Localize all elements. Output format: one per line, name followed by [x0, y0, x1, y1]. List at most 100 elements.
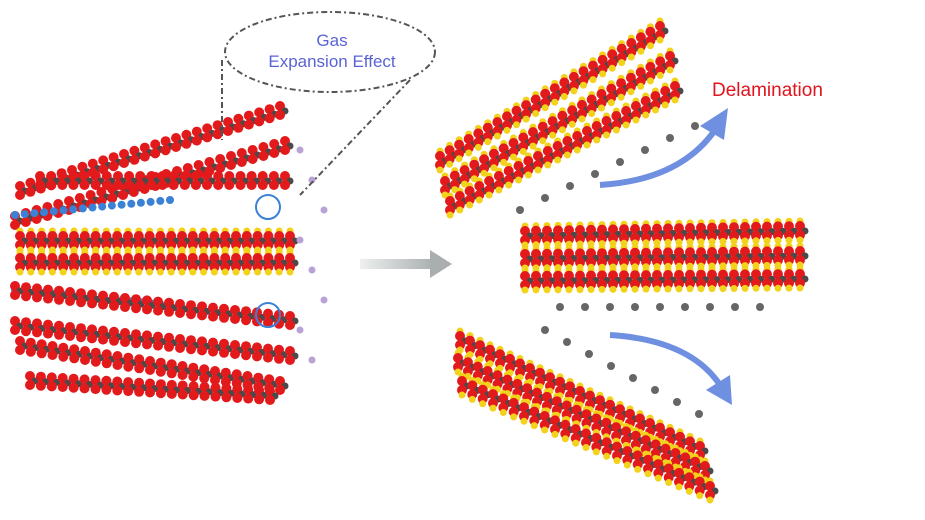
- oxygen-atom: [542, 146, 553, 156]
- oxygen-atom: [539, 411, 550, 421]
- oxygen-atom: [69, 353, 80, 364]
- oxygen-atom: [674, 467, 684, 478]
- hydrogen-atom: [254, 268, 262, 276]
- oxygen-atom: [213, 180, 224, 190]
- oxygen-atom: [472, 370, 483, 381]
- oxygen-atom: [630, 430, 641, 441]
- carbon-atom: [585, 350, 593, 358]
- oxygen-atom: [505, 362, 515, 373]
- oxygen-atom: [58, 231, 69, 241]
- oxygen-atom: [160, 136, 171, 147]
- oxygen-atom: [575, 225, 585, 235]
- oxygen-atom: [263, 262, 274, 272]
- oxygen-atom: [529, 406, 540, 417]
- hydrogen-atom: [656, 36, 664, 44]
- oxygen-atom: [15, 253, 25, 263]
- oxygen-atom: [784, 246, 794, 257]
- oxygen-atom: [76, 288, 86, 299]
- oxygen-atom: [586, 270, 596, 281]
- oxygen-atom: [36, 240, 47, 250]
- oxygen-atom: [685, 436, 695, 447]
- oxygen-atom: [493, 171, 504, 181]
- oxygen-atom: [520, 280, 530, 290]
- oxygen-atom: [762, 246, 772, 257]
- oxygen-atom: [462, 366, 473, 377]
- oxygen-atom: [202, 123, 213, 134]
- hydrogen-atom: [592, 448, 600, 456]
- oxygen-atom: [784, 269, 794, 280]
- oxygen-atom: [131, 338, 141, 349]
- oxygen-atom: [198, 262, 209, 272]
- oxygen-atom: [531, 234, 541, 245]
- oxygen-atom: [21, 317, 31, 328]
- hydrogen-atom: [612, 126, 620, 134]
- oxygen-atom: [477, 393, 488, 404]
- oxygen-atom: [15, 262, 25, 272]
- oxygen-atom: [32, 318, 42, 329]
- oxygen-atom: [220, 262, 231, 272]
- oxygen-atom: [619, 256, 629, 267]
- oxygen-atom: [98, 155, 109, 166]
- oxygen-atom: [90, 180, 101, 190]
- oxygen-atom: [718, 255, 728, 266]
- oxygen-atom: [208, 302, 218, 313]
- oxygen-atom: [751, 269, 761, 280]
- oxygen-atom: [663, 472, 674, 483]
- oxygen-atom: [531, 279, 541, 290]
- oxygen-atom: [263, 231, 274, 241]
- oxygen-atom: [285, 346, 295, 356]
- hydrogen-atom: [598, 104, 605, 112]
- hydrogen-atom: [599, 70, 607, 78]
- hydrogen-atom: [588, 110, 596, 117]
- oxygen-atom: [65, 287, 75, 297]
- oxygen-atom: [35, 380, 46, 391]
- oxygen-atom: [575, 248, 585, 259]
- oxygen-atom: [153, 340, 163, 351]
- oxygen-atom: [131, 329, 141, 340]
- hydrogen-atom: [618, 59, 626, 67]
- oxygen-atom: [65, 322, 75, 332]
- oxygen-atom: [155, 366, 166, 377]
- oxygen-atom: [36, 231, 47, 241]
- oxygen-atom: [179, 171, 190, 181]
- oxygen-atom: [508, 147, 519, 157]
- oxygen-atom: [586, 94, 597, 105]
- hydrogen-atom: [221, 268, 229, 276]
- oxygen-atom: [150, 148, 161, 159]
- oxygen-atom: [68, 180, 79, 190]
- oxygen-atom: [685, 269, 695, 280]
- oxygen-atom: [257, 180, 268, 190]
- oxygen-atom: [570, 424, 581, 435]
- oxygen-atom: [134, 354, 145, 365]
- oxygen-atom: [533, 160, 543, 170]
- oxygen-atom: [233, 122, 244, 133]
- oxygen-atom: [112, 253, 123, 263]
- oxygen-atom: [142, 295, 152, 306]
- oxygen-atom: [670, 448, 681, 458]
- oxygen-atom: [520, 271, 530, 281]
- oxygen-atom: [520, 258, 530, 268]
- oxygen-atom: [212, 120, 223, 131]
- oxygen-atom: [21, 326, 31, 337]
- oxygen-atom: [641, 256, 651, 267]
- oxygen-atom: [690, 456, 701, 467]
- hydrogen-atom: [763, 237, 771, 245]
- hydrogen-atom: [631, 239, 639, 247]
- oxygen-atom: [25, 380, 35, 390]
- oxygen-atom: [502, 374, 513, 385]
- oxygen-atom: [616, 87, 627, 98]
- oxygen-atom: [469, 159, 480, 170]
- oxygen-atom: [729, 278, 739, 289]
- oxygen-atom: [542, 248, 552, 259]
- oxygen-atom: [751, 278, 761, 289]
- hydrogen-atom: [493, 132, 501, 140]
- oxygen-atom: [597, 279, 607, 290]
- hydrogen-atom: [719, 237, 727, 245]
- oxygen-atom: [616, 43, 627, 54]
- oxygen-atom: [177, 380, 188, 391]
- hydrogen-atom: [455, 155, 463, 163]
- hydrogen-atom: [456, 206, 464, 214]
- oxygen-atom: [729, 255, 739, 266]
- oxygen-atom: [258, 151, 269, 161]
